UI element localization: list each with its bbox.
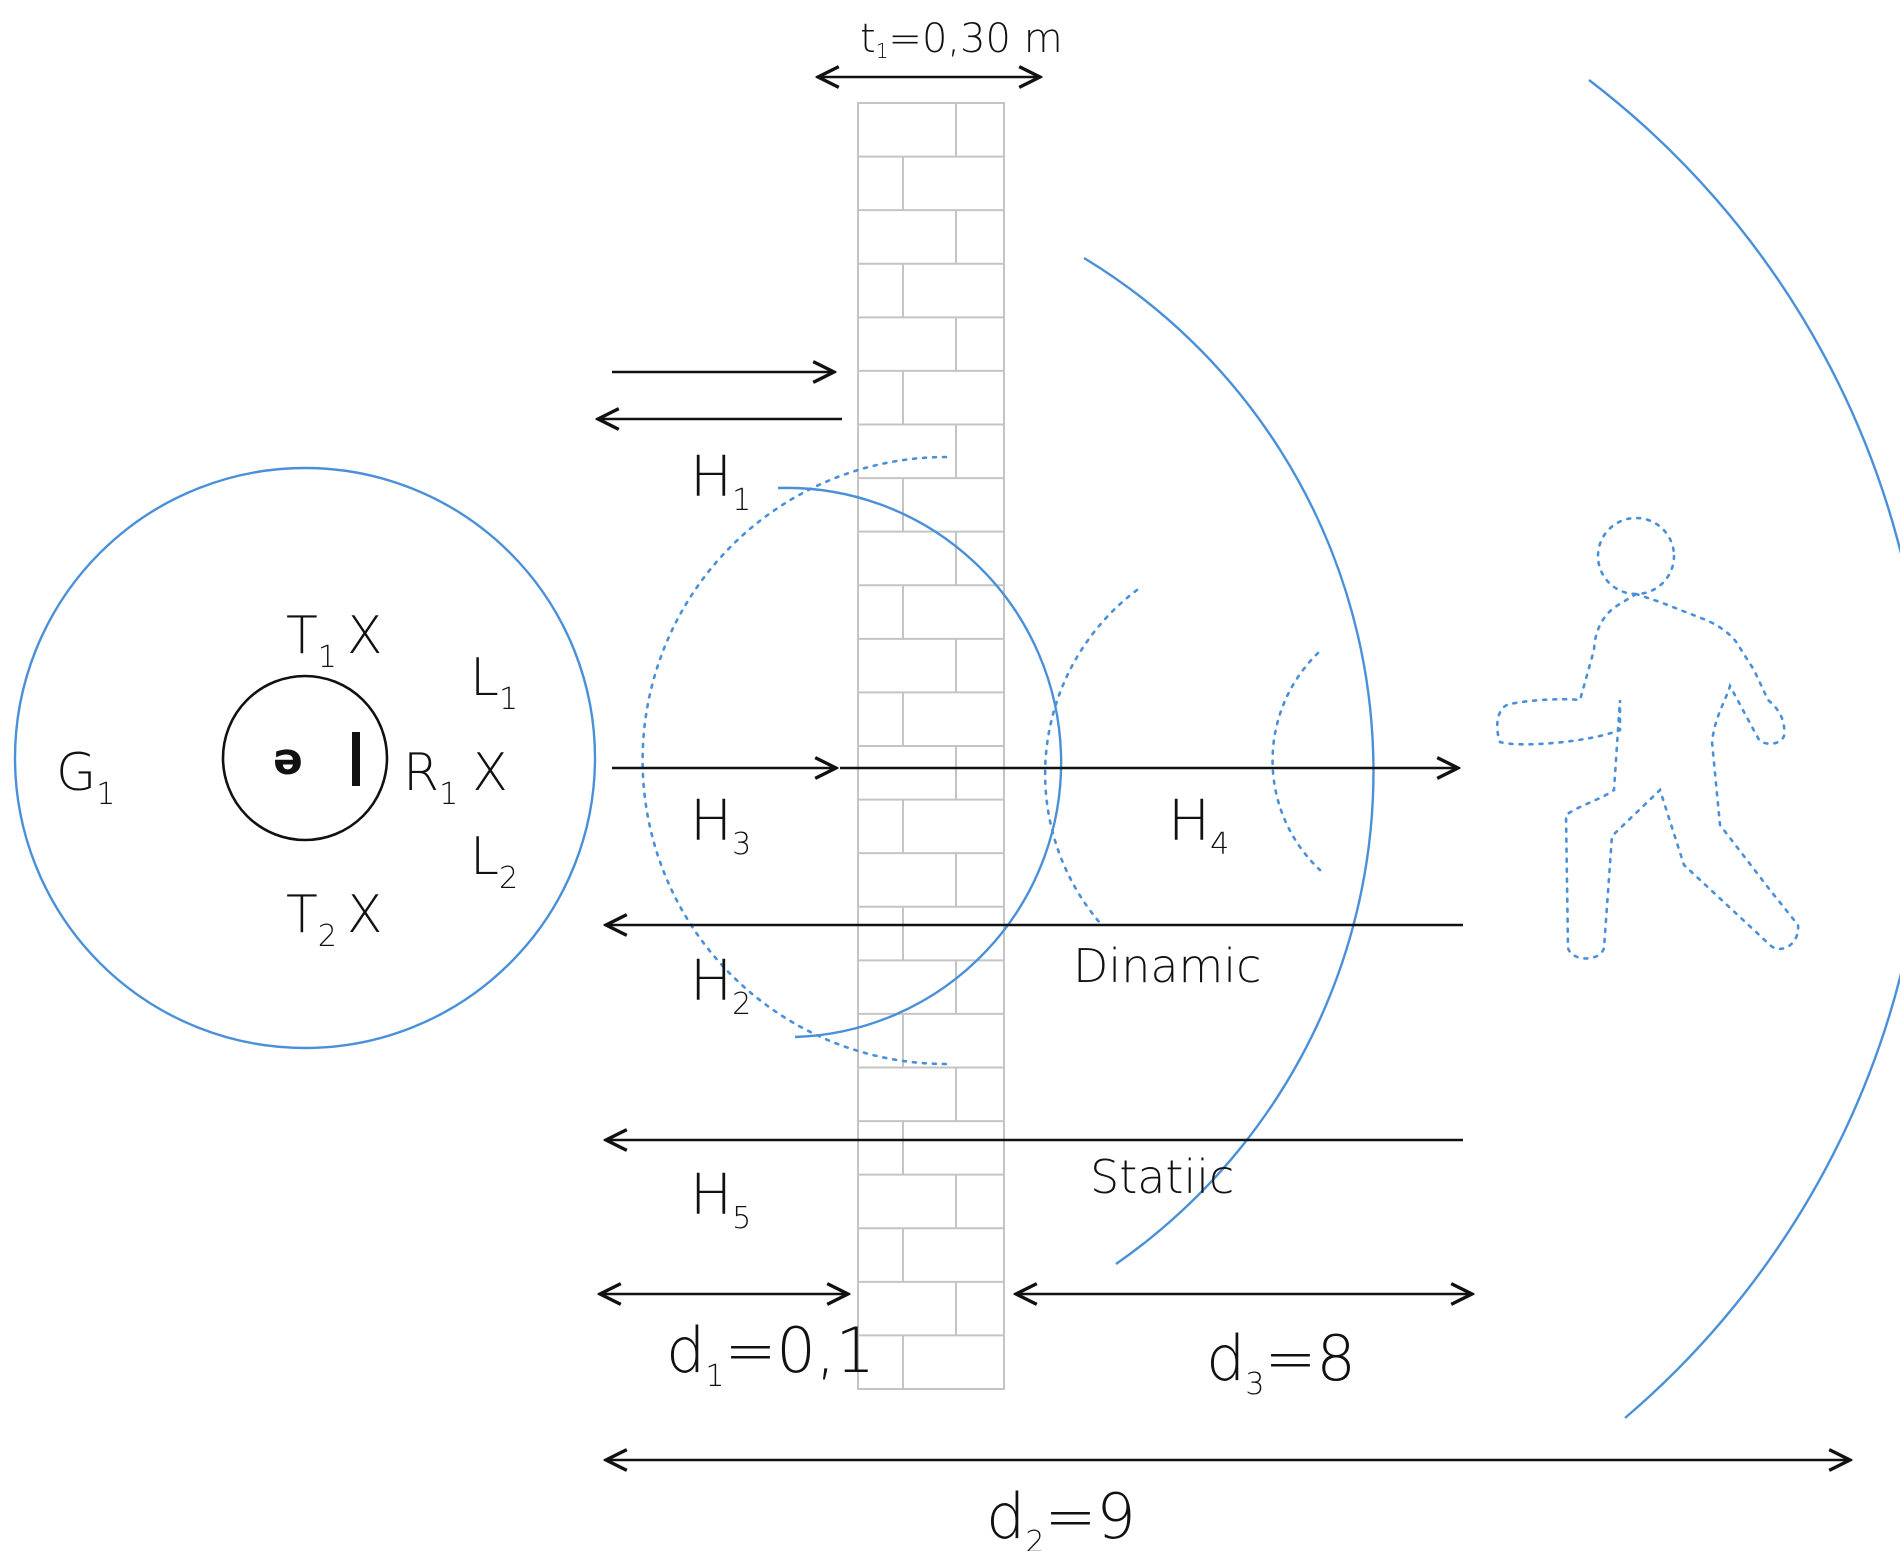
wave-small-dotted	[1271, 651, 1322, 872]
device-center-symbol: ə	[273, 734, 303, 785]
brick-wall	[857, 102, 1005, 1390]
wave-outer-solid	[1588, 79, 1900, 1419]
label-static: Statiic	[1090, 1150, 1234, 1204]
label-h2: H2	[690, 949, 751, 1022]
label-d1: d1=0,1	[666, 1314, 875, 1394]
device-coverage-circle	[13, 466, 597, 1050]
label-h3: H3	[690, 789, 751, 862]
person-figure	[1496, 516, 1800, 960]
device-core-circle	[221, 674, 389, 842]
label-h1: H1	[690, 445, 751, 518]
wave-mid-dotted	[1043, 588, 1139, 925]
wall-thickness-label: t1=0,30 m	[860, 16, 1063, 63]
label-g1: G1	[56, 743, 115, 812]
label-dynamic: Dinamic	[1073, 939, 1261, 993]
wave-inner-dotted	[641, 455, 948, 1066]
label-d2: d2=9	[986, 1480, 1136, 1551]
label-h4: H4	[1168, 789, 1229, 862]
label-l2: L2	[470, 827, 518, 896]
person-body	[1496, 592, 1800, 960]
label-d3: d3=8	[1206, 1322, 1356, 1402]
person-head	[1596, 516, 1676, 596]
wave-inner-solid	[777, 486, 1063, 1039]
label-l1: L1	[470, 648, 518, 717]
label-h5: H5	[690, 1163, 751, 1236]
wave-mid-solid	[1083, 256, 1375, 1265]
